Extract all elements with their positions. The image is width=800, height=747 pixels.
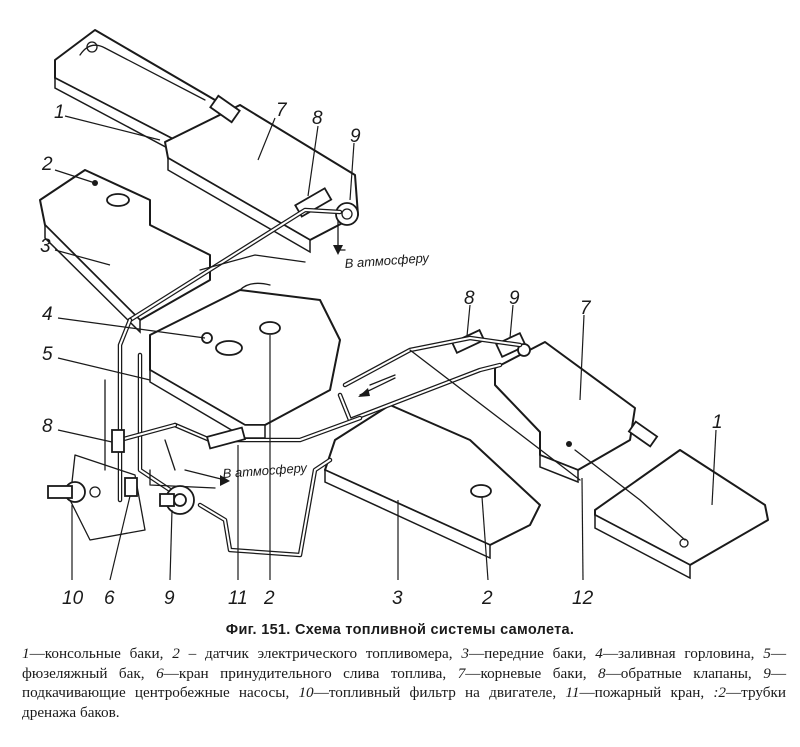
right-root-tank: [494, 341, 636, 484]
callout-12-drain-tubes: 12: [572, 588, 594, 609]
callout-3-left-front: 3: [40, 236, 51, 257]
legend-item: 6—кран принудительного слива топлива,: [156, 664, 447, 682]
fuselage-tank: [149, 282, 341, 439]
legend-item: 2 – датчик электрического топливомера,: [172, 645, 453, 662]
callout-9-left-pump: 9: [350, 126, 361, 147]
figure-legend: 1—консольные баки, 2 – датчик электричес…: [22, 644, 786, 722]
legend-item: 9—подкачивающие центробежные насосы,: [22, 664, 786, 702]
vent-arrow-lower: [184, 469, 230, 486]
right-console-tank: [594, 420, 769, 580]
legend-item: 4—заливная горловина,: [595, 645, 755, 662]
callout-11-fire-valve: 11: [228, 588, 248, 609]
callout-8-right-valve: 8: [464, 288, 475, 309]
forced-drain-valve: [124, 477, 138, 497]
callout-10-filter: 10: [62, 588, 84, 609]
callout-4-filler: 4: [42, 304, 53, 325]
callout-1-right-console: 1: [712, 412, 723, 433]
legend-item: 7—корневые баки,: [457, 664, 587, 682]
figure-title: Фиг. 151. Схема топливной системы самоле…: [225, 622, 575, 638]
fuel-system-diagram: В атмосферу В атмосферу 1 7 8 9 2 3: [39, 29, 769, 609]
legend-item: :2—трубки дренажа баков.: [22, 684, 787, 721]
flow-arrow: [358, 377, 396, 397]
callout-5-fuselage: 5: [42, 344, 53, 365]
vent-note-upper: В атмосферу: [344, 250, 431, 271]
callout-1-left-console: 1: [54, 102, 65, 123]
bottom-check-valve: [111, 429, 125, 453]
legend-item: 3—передние баки,: [461, 645, 587, 662]
callout-7-right-root: 7: [580, 298, 592, 319]
right-check-valve: [451, 328, 486, 354]
callout-2-left-sensor: 2: [41, 154, 53, 175]
legend-item: 5—фюзеляжный бак,: [22, 645, 786, 682]
legend-item: 1—консольные баки,: [22, 645, 164, 662]
left-front-tank: [39, 169, 211, 334]
callout-3-right-front: 3: [392, 588, 403, 609]
bottom-boost-pump: [159, 485, 195, 515]
legend-item: 8—обратные клапаны,: [598, 664, 752, 682]
vent-note-lower: В атмосферу: [222, 460, 309, 481]
callout-7-left-root: 7: [276, 100, 288, 121]
callout-2-fuselage-sensor: 2: [263, 588, 275, 609]
callout-2-right-sensor: 2: [481, 588, 493, 609]
callout-8-bottom-valve: 8: [42, 416, 53, 437]
vent-arrow-upper: [333, 219, 346, 255]
callout-9-right-pump: 9: [509, 288, 520, 309]
right-front-tank: [324, 404, 541, 560]
engine-fuel-filter: [47, 454, 146, 541]
callout-9-bottom-pump: 9: [164, 588, 175, 609]
callout-8-left-valve: 8: [312, 108, 323, 129]
fire-valve: [205, 426, 247, 450]
left-console-tank: [54, 29, 226, 154]
figure-caption: Фиг. 151. Схема топливной системы самоле…: [0, 622, 800, 722]
legend-item: 11—пожарный кран,: [565, 684, 705, 702]
callout-6-drain: 6: [104, 588, 115, 609]
legend-item: 10—топливный фильтр на двигателе,: [298, 684, 557, 702]
leader-lines: [54, 115, 717, 581]
